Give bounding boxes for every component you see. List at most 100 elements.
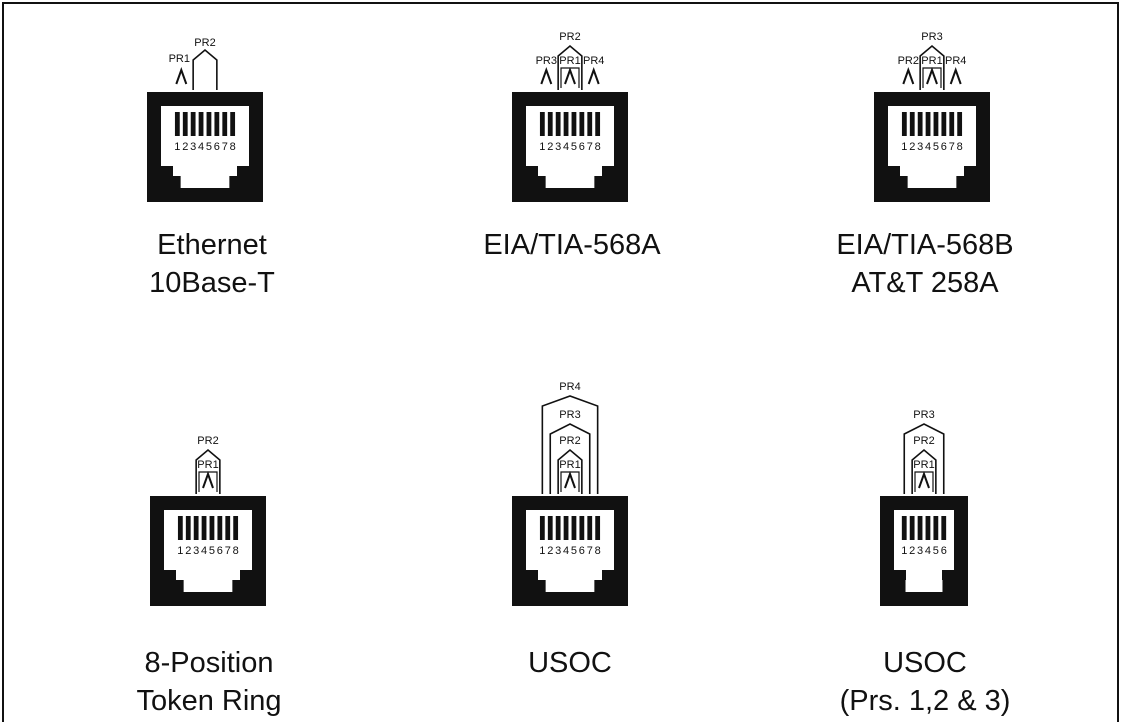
pair-bracket [919, 44, 945, 90]
pin-contact [579, 516, 585, 540]
pair-label: PR1 [197, 459, 218, 471]
pin-number: 7 [222, 141, 228, 153]
caption-token-ring: 8-Position Token Ring [79, 644, 339, 720]
pin-contact [193, 516, 199, 540]
pin-number: 6 [214, 141, 220, 153]
pin-contact [185, 516, 191, 540]
pin-number: 5 [206, 141, 212, 153]
pin-contact [917, 112, 923, 136]
pair-caret [540, 67, 553, 85]
pin-contact [925, 112, 931, 136]
pair-bracket [192, 48, 218, 90]
pair-label: PR2 [194, 37, 215, 49]
pin-contact [563, 112, 569, 136]
pin-number: 2 [909, 141, 915, 153]
pair-label: PR1 [921, 55, 942, 67]
pin-contact [941, 516, 947, 540]
pin-contact [182, 112, 188, 136]
pin-contact [233, 516, 239, 540]
pin-contact [214, 112, 220, 136]
caption-eia-568b: EIA/TIA-568B AT&T 258A [795, 226, 1055, 302]
pin-number: 2 [547, 141, 553, 153]
pin-number: 8 [233, 545, 239, 557]
pin-contact [222, 112, 228, 136]
pin-number: 4 [198, 141, 204, 153]
pin-number: 5 [571, 545, 577, 557]
caption-line: 8-Position [144, 647, 274, 679]
pin-contact [925, 516, 931, 540]
pin-number: 7 [587, 545, 593, 557]
pin-contact [579, 112, 585, 136]
caption-eia-568a: EIA/TIA-568A [442, 226, 702, 264]
caption-line: AT&T 258A [851, 267, 999, 299]
pin-number: 6 [941, 545, 947, 557]
pair-caret [926, 67, 938, 85]
pin-contact [957, 112, 963, 136]
pair-bracket [541, 395, 599, 494]
pair-bracket [195, 448, 221, 494]
pin-contact [901, 112, 907, 136]
pair-label: PR3 [921, 31, 942, 43]
pin-number: 8 [230, 141, 236, 153]
pin-contact [209, 516, 215, 540]
pin-number: 3 [190, 141, 196, 153]
caption-usoc-8: USOC [440, 644, 700, 682]
pin-number: 2 [182, 141, 188, 153]
pin-contact [909, 112, 915, 136]
pair-label: PR1 [559, 459, 580, 471]
pair-label: PR4 [945, 55, 966, 67]
caption-ethernet: Ethernet 10Base-T [82, 226, 342, 302]
caption-line: EIA/TIA-568B [836, 229, 1014, 261]
pair-box [922, 67, 942, 88]
pin-number: 6 [579, 141, 585, 153]
pair-caret [564, 67, 576, 85]
pin-contact [563, 516, 569, 540]
pair-bracket [557, 44, 583, 90]
pin-contact [587, 112, 593, 136]
caption-line: Ethernet [157, 229, 267, 261]
caption-line: Token Ring [136, 685, 282, 717]
pin-contact [201, 516, 207, 540]
caption-line: USOC [883, 647, 967, 679]
pin-number: 2 [547, 545, 553, 557]
pin-contact [547, 112, 553, 136]
pin-contact [595, 112, 601, 136]
pin-number: 1 [174, 141, 180, 153]
pair-label: PR1 [559, 55, 580, 67]
pair-label: PR3 [536, 55, 557, 67]
pin-contact [941, 112, 947, 136]
pin-number: 3 [555, 141, 561, 153]
pair-label: PR2 [559, 31, 580, 43]
pin-number: 4 [925, 141, 931, 153]
pair-box [914, 471, 934, 492]
pin-number: 1 [539, 545, 545, 557]
pin-number: 7 [225, 545, 231, 557]
pin-number: 2 [185, 545, 191, 557]
caption-line: 10Base-T [149, 267, 275, 299]
pin-contact [555, 516, 561, 540]
pair-caret [902, 67, 915, 85]
pin-number: 4 [563, 545, 569, 557]
pair-box [560, 471, 580, 492]
pair-label: PR4 [559, 381, 580, 393]
pin-contact [539, 516, 545, 540]
pair-caret [175, 67, 188, 85]
pin-contact [206, 112, 212, 136]
pin-number: 1 [539, 141, 545, 153]
pair-caret [202, 471, 214, 489]
pair-label: PR1 [169, 53, 190, 65]
pin-contact [917, 516, 923, 540]
pin-contact [225, 516, 231, 540]
pin-contact [909, 516, 915, 540]
pin-contact [571, 112, 577, 136]
pin-contact [230, 112, 236, 136]
pin-number: 2 [909, 545, 915, 557]
pair-label: PR2 [898, 55, 919, 67]
pin-number: 4 [201, 545, 207, 557]
pin-contact [933, 112, 939, 136]
pin-contact [901, 516, 907, 540]
